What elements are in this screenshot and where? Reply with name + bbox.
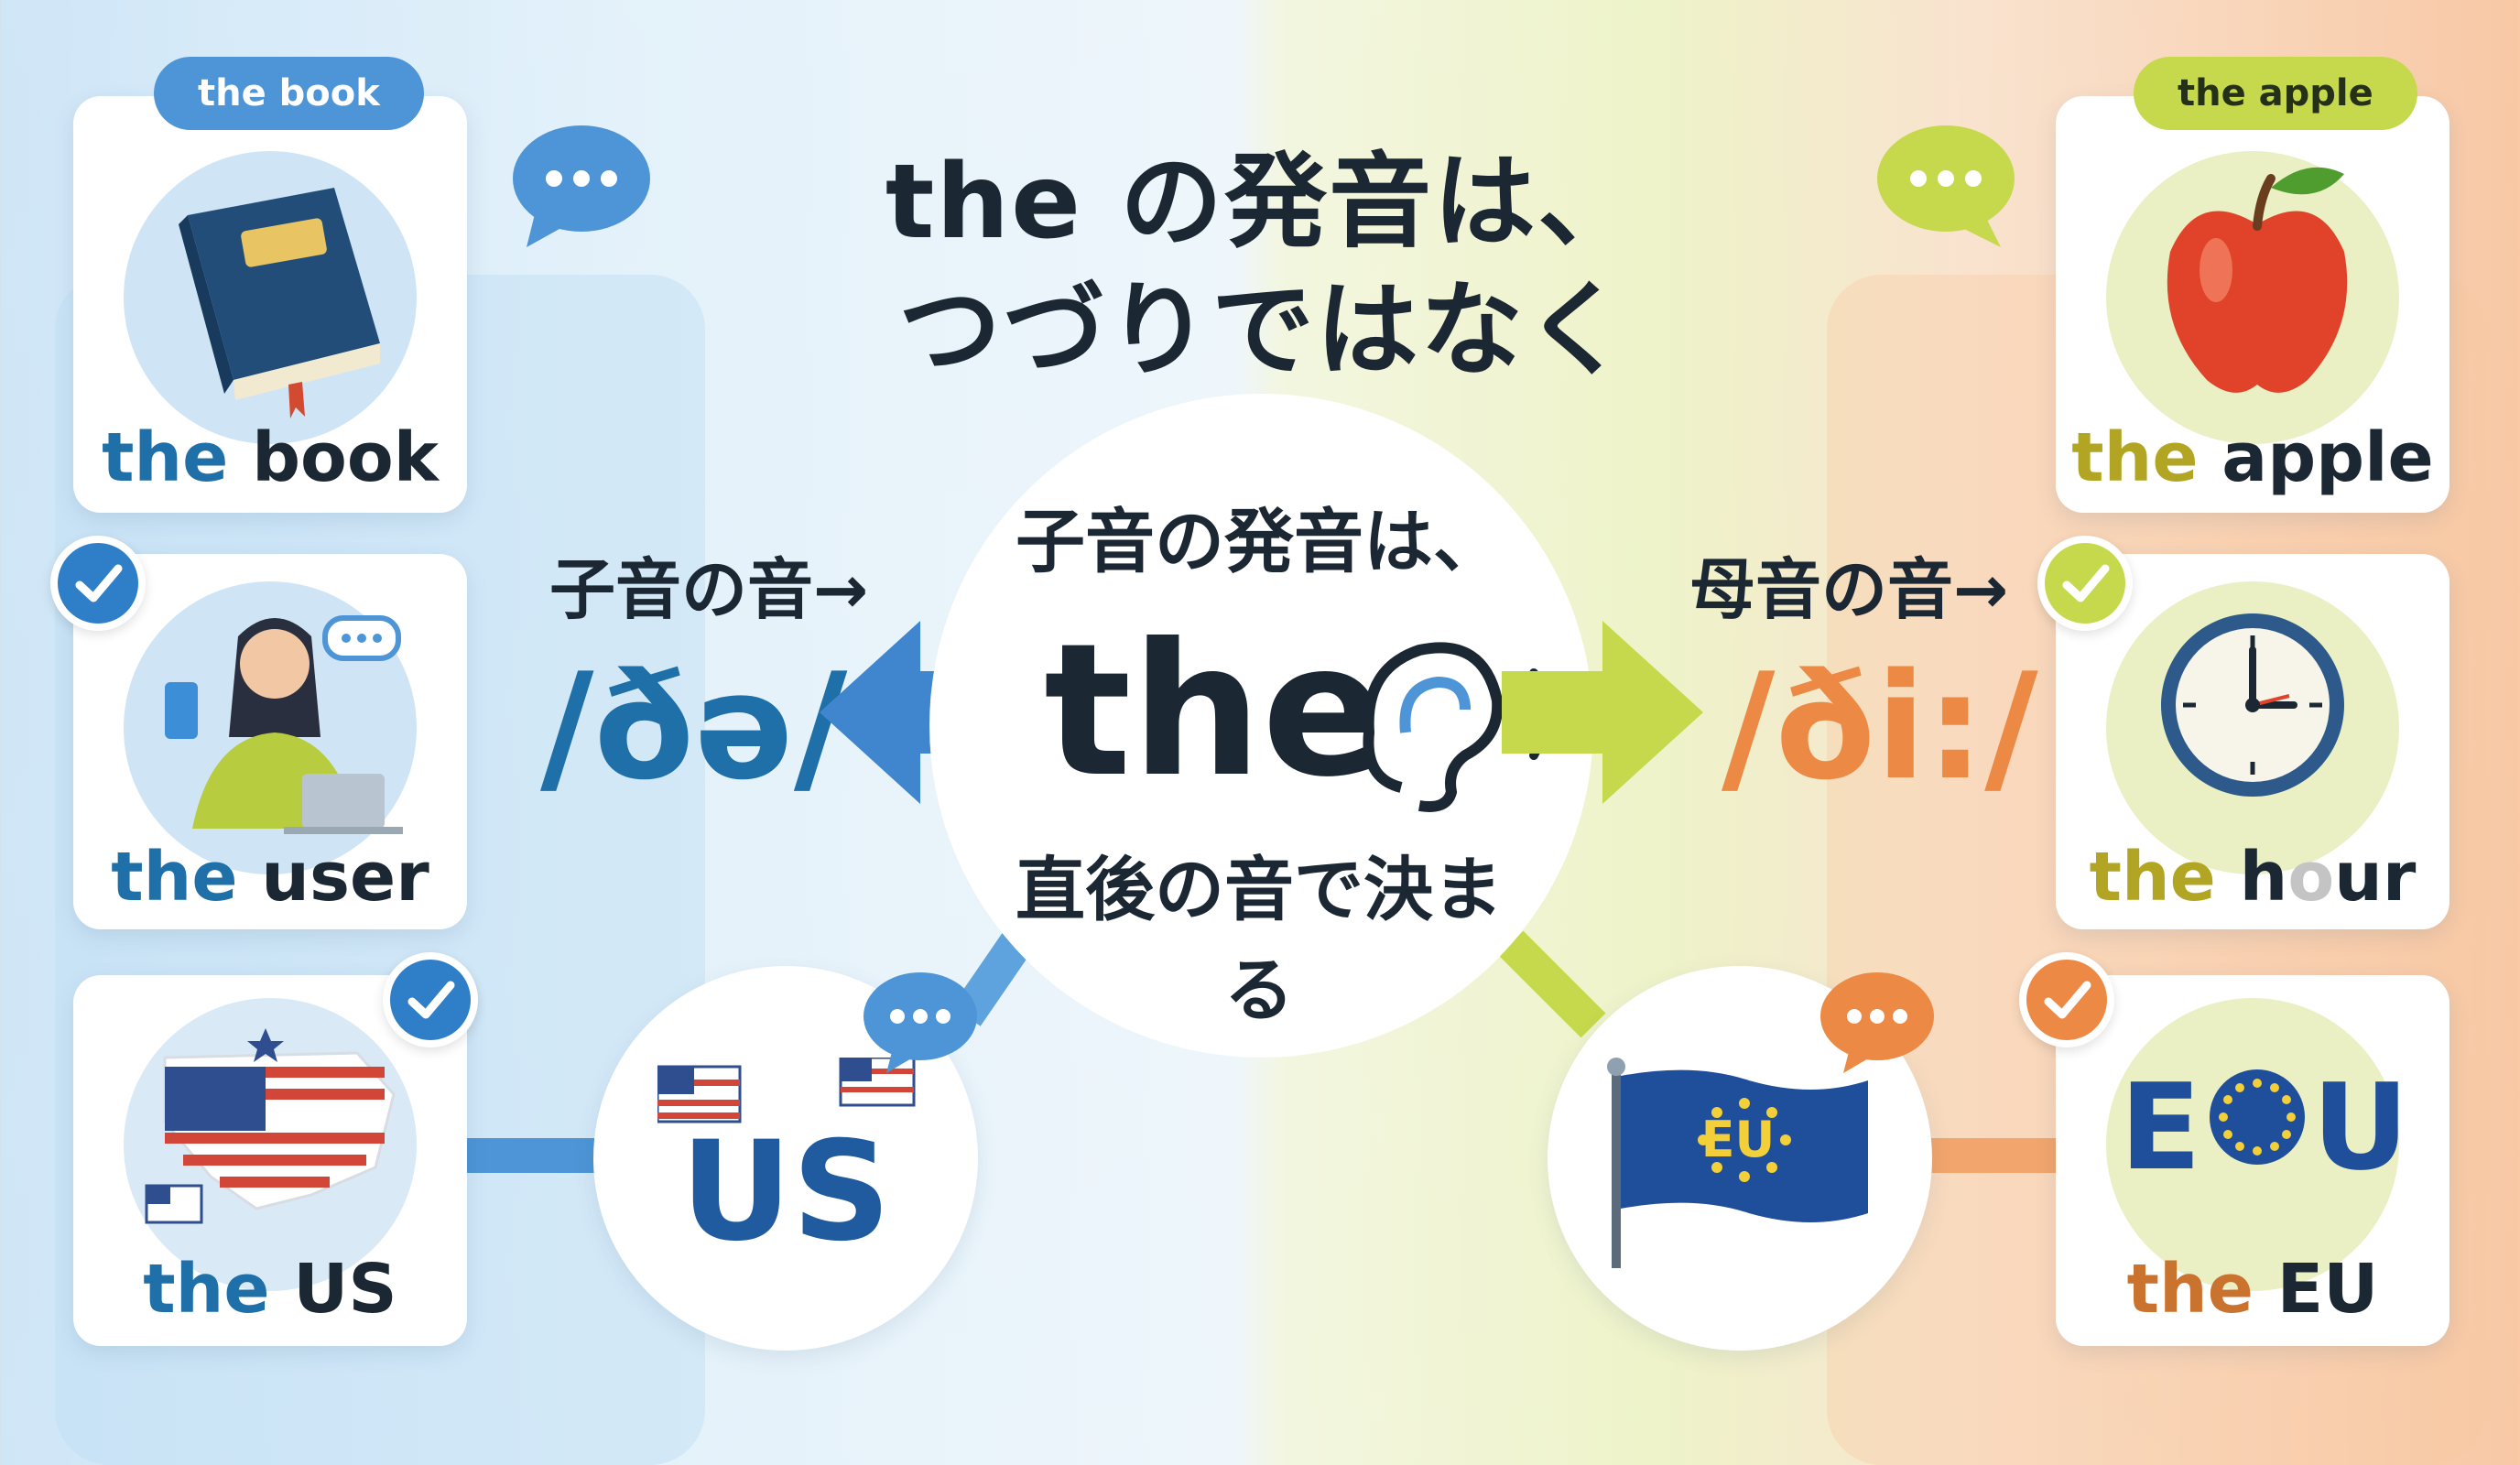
pill-the-book: the book [154,57,424,130]
center-the-word: the [1044,604,1386,818]
connector-lines [467,930,2060,1173]
card-label-book: the book [102,418,439,497]
speech-bubble-eu-icon [1820,972,1934,1073]
us-flags-icon [657,1058,916,1123]
title-line-1: the の発音は、 [885,143,1643,262]
check-us [383,952,478,1047]
phonetic-consonant: /ðə/ [540,641,848,812]
check-user [50,536,146,631]
book-icon [179,188,380,418]
eu-flag-icon [1607,1058,1868,1268]
check-icon [2044,981,2091,1019]
center-top-text: 子音の発音は、 [1016,501,1503,582]
apple-icon [2167,167,2348,393]
connector-eu-center [1498,930,1606,1038]
speech-bubble-lime-icon [1877,125,2015,247]
card-the-apple: the apple [2056,96,2449,513]
pill-the-apple: the apple [2134,57,2417,130]
card-label-user: the user [111,838,429,917]
check-icon [407,981,455,1019]
card-the-user: the user [73,554,467,929]
title-line-2: つづりではなく [898,271,1629,390]
eu-flag-text: EU [1700,1111,1776,1168]
card-label-apple: the apple [2071,418,2434,497]
check-hour [2037,536,2133,631]
eou-letter-e: E [2120,1058,2201,1197]
card-the-book: the book [73,96,467,513]
user-icon [165,615,403,834]
clock-icon [2161,613,2344,797]
eu-stars-circle-icon [2210,1069,2305,1165]
center-bottom-text: 直後の音で決まる [1016,849,1503,1031]
card-the-us: the US [73,975,467,1346]
speech-bubble-us-icon [864,972,977,1073]
consonant-sound-label: 子音の音→ [549,551,869,628]
eou-letter-u: U [2312,1058,2409,1197]
check-icon [2062,564,2110,602]
us-map-icon [145,1028,396,1224]
card-label-hour: the hour [2089,838,2417,917]
card-label-us: the US [143,1250,397,1329]
vowel-sound-label: 母音の音→ [1689,551,2009,628]
us-acronym-text: US [680,1112,891,1272]
arrow-right-icon [1502,621,1703,804]
phonetic-vowel: /ði:/ [1722,641,2038,812]
check-icon [75,564,123,602]
check-eu [2019,952,2114,1047]
card-label-eu: the EU [2126,1250,2379,1329]
card-the-eu: E U the EU [2056,975,2449,1346]
arrow-left-icon [820,621,1021,804]
speech-bubble-icon [513,125,650,247]
card-the-hour: the hour [2056,554,2449,929]
